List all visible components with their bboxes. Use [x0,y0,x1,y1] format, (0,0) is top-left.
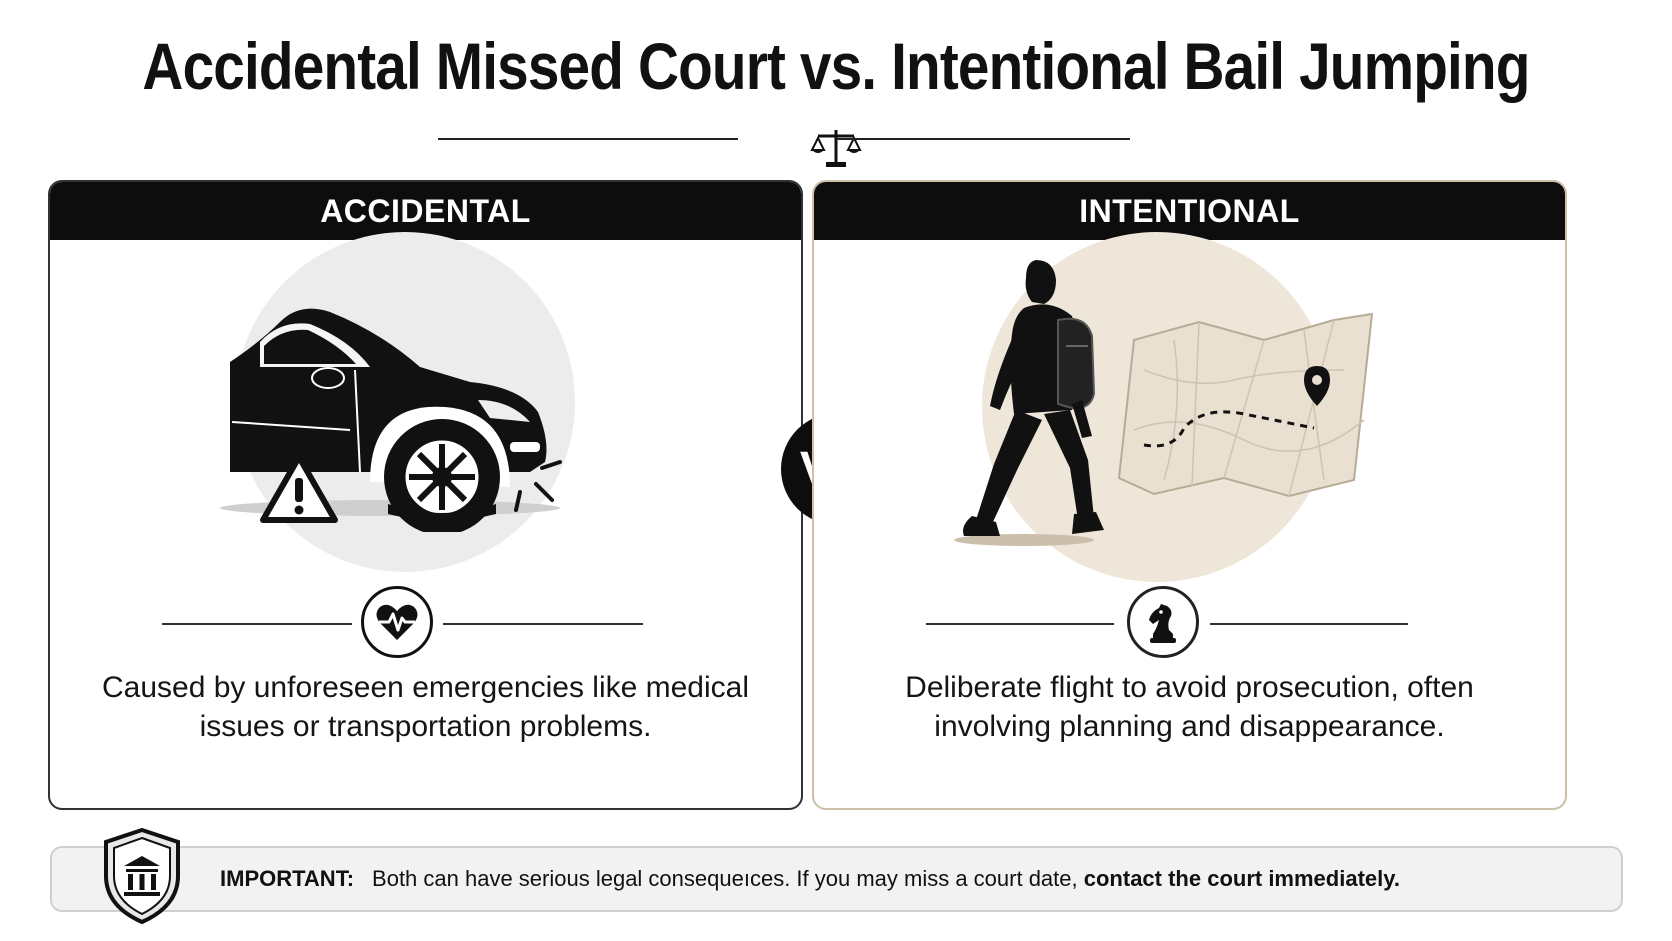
notice-text: Both can have serious legal consequeıces… [372,866,1084,891]
page-title: Accidental Missed Court vs. Intentional … [142,29,1530,103]
accidental-header: ACCIDENTAL [50,182,801,240]
notice-label: IMPORTANT: [220,866,355,891]
accidental-panel: ACCIDENTAL [48,180,803,810]
warning-triangle-icon [260,454,338,523]
scales-of-justice-icon [810,130,862,167]
intentional-header: INTENTIONAL [814,182,1565,240]
title-divider-left [438,138,738,140]
heart-pulse-icon [376,604,418,640]
accidental-separator-right [443,623,643,625]
heart-pulse-badge [361,586,433,658]
chess-knight-badge [1127,586,1199,658]
intentional-separator-right [1210,623,1408,625]
notice-text-line: IMPORTANT: Both can have serious legal co… [220,866,1400,892]
accidental-description: Caused by unforeseen emergencies like me… [101,671,750,743]
chess-knight-icon [1149,604,1176,643]
broken-down-car-illustration [220,308,562,532]
title-divider-right [836,138,1130,140]
folded-map-illustration [1117,312,1374,498]
notice-emphasis: contact the court immediately. [1083,866,1400,891]
important-notice-bar: IMPORTANT: Both can have serious legal co… [50,846,1623,912]
intentional-separator-left [926,623,1114,625]
walking-person-illustration [954,260,1104,546]
intentional-description: Deliberate flight to avoid prosecution, … [905,671,1474,743]
courthouse-shield-icon [104,827,180,925]
intentional-panel: INTENTIONAL [812,180,1567,810]
accidental-separator-left [162,623,352,625]
